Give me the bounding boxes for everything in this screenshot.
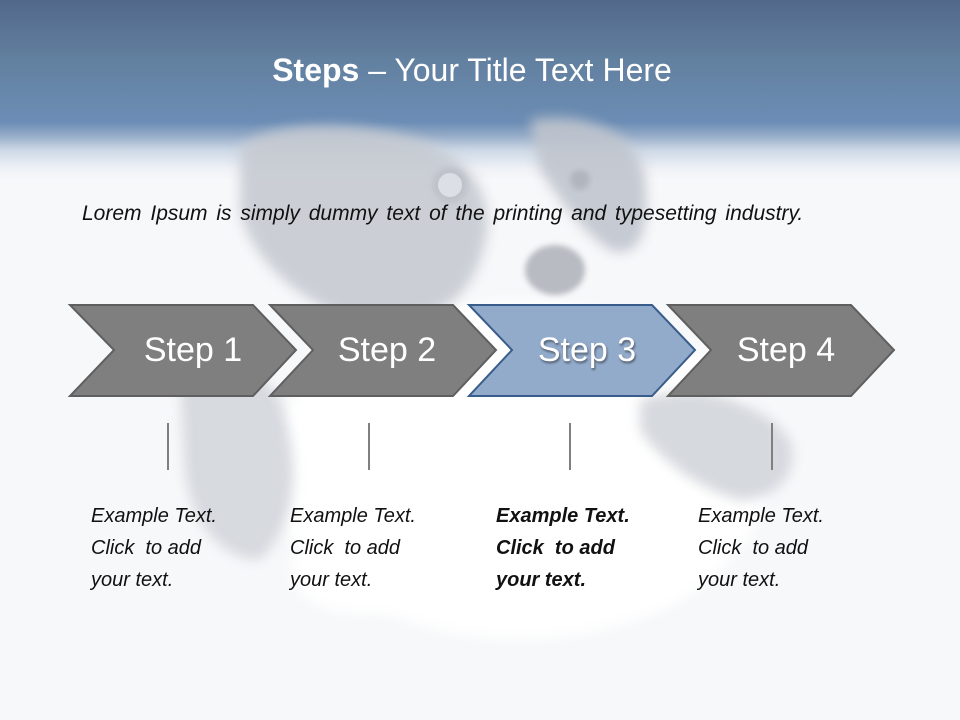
step-2-description[interactable]: Example Text. Click to add your text. — [290, 500, 470, 596]
step-1-label: Step 1 — [143, 331, 243, 369]
desc-line: your text. — [91, 569, 174, 591]
step-2-connector-line — [368, 423, 370, 470]
desc-line: your text. — [496, 569, 587, 591]
step-3-description[interactable]: Example Text. Click to add your text. — [496, 500, 676, 596]
desc-line: your text. — [290, 569, 373, 591]
desc-line: Click to add — [496, 537, 615, 559]
step-3-chevron[interactable] — [466, 304, 697, 397]
desc-line: Example Text. — [698, 505, 824, 527]
desc-line: Click to add — [91, 537, 202, 559]
desc-line: Click to add — [698, 537, 809, 559]
step-4-description[interactable]: Example Text. Click to add your text. — [698, 500, 878, 596]
step-3-label: Step 3 — [537, 331, 637, 369]
title-rest-text: – Your Title Text Here — [359, 52, 672, 88]
step-1-connector-line — [167, 423, 169, 470]
desc-line: Example Text. — [91, 505, 217, 527]
title-bold-text: Steps — [272, 52, 360, 88]
slide-title[interactable]: Steps – Your Title Text Here — [0, 52, 944, 89]
step-2-label: Step 2 — [337, 331, 437, 369]
step-4-label: Step 4 — [736, 331, 836, 369]
step-1-chevron[interactable] — [67, 304, 298, 397]
step-4-chevron[interactable] — [665, 304, 896, 397]
desc-line: Example Text. — [290, 505, 416, 527]
step-1-description[interactable]: Example Text. Click to add your text. — [91, 500, 271, 596]
step-4-connector-line — [771, 423, 773, 470]
step-2-chevron[interactable] — [267, 304, 498, 397]
desc-line: Click to add — [290, 537, 401, 559]
desc-line: your text. — [698, 569, 781, 591]
step-3-connector-line — [569, 423, 571, 470]
desc-line: Example Text. — [496, 505, 630, 527]
intro-text[interactable]: Lorem Ipsum is simply dummy text of the … — [82, 202, 804, 225]
